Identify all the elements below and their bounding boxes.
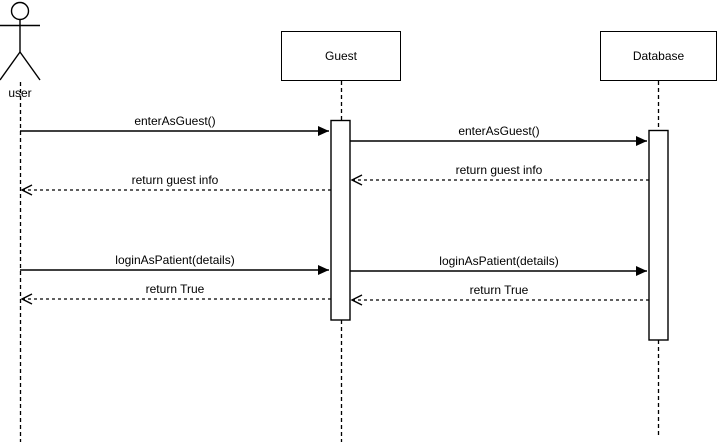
actor-head: [10, 1, 30, 21]
participant-box-database: Database: [600, 31, 717, 81]
participant-label-guest: Guest: [324, 49, 357, 63]
actor-leg-right: [19, 51, 41, 81]
actor-figure: [0, 1, 41, 81]
actor-label-user: user: [8, 86, 32, 100]
message-label-return-true-database-to-guest: return True: [469, 283, 529, 297]
actor-leg-left: [0, 51, 21, 81]
activation-bar-database: [648, 129, 669, 341]
message-label-enterasguest-user-to-guest: enterAsGuest(): [134, 114, 216, 128]
message-label-enterasguest-guest-to-database: enterAsGuest(): [458, 124, 540, 138]
message-label-loginaspatient-guest-to-database: loginAsPatient(details): [439, 254, 559, 268]
message-label-loginaspatient-user-to-guest: loginAsPatient(details): [115, 253, 235, 267]
message-label-return-guest-info-database-to-guest: return guest info: [455, 163, 543, 177]
message-label-return-true-guest-to-user: return True: [145, 282, 205, 296]
message-label-return-guest-info-guest-to-user: return guest info: [131, 173, 219, 187]
participant-box-guest: Guest: [281, 31, 401, 81]
participant-label-database: Database: [632, 49, 685, 63]
activation-bar-guest: [330, 119, 351, 321]
